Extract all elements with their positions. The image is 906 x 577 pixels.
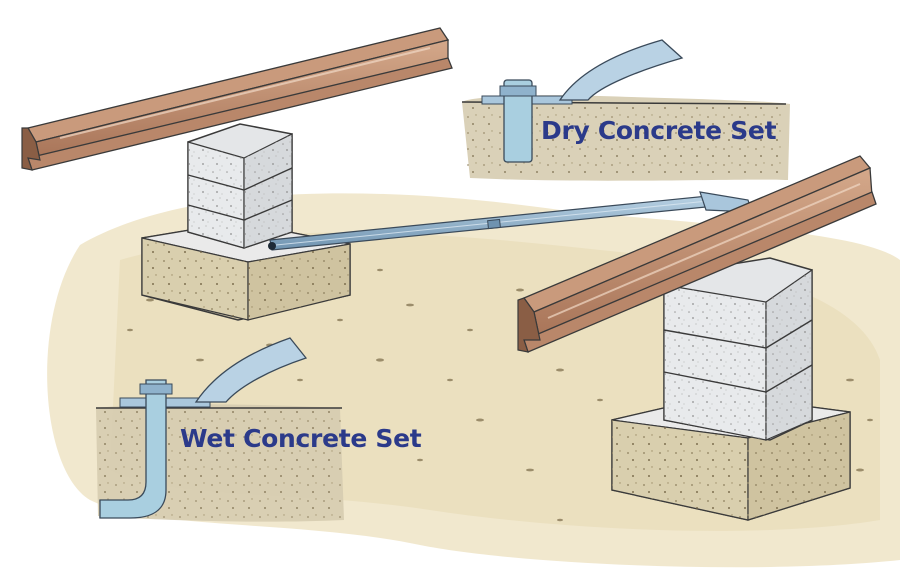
dry-concrete-set-inset (461, 39, 790, 181)
right-block-stack (663, 257, 813, 441)
right-pier (517, 155, 877, 521)
dry-concrete-set-label: Dry Concrete Set (541, 116, 777, 145)
wet-concrete-set-inset (96, 337, 344, 522)
left-steel-beam (21, 27, 453, 171)
right-steel-beam (517, 155, 877, 353)
wet-concrete-set-label: Wet Concrete Set (180, 424, 422, 453)
left-block-stack (187, 123, 293, 249)
